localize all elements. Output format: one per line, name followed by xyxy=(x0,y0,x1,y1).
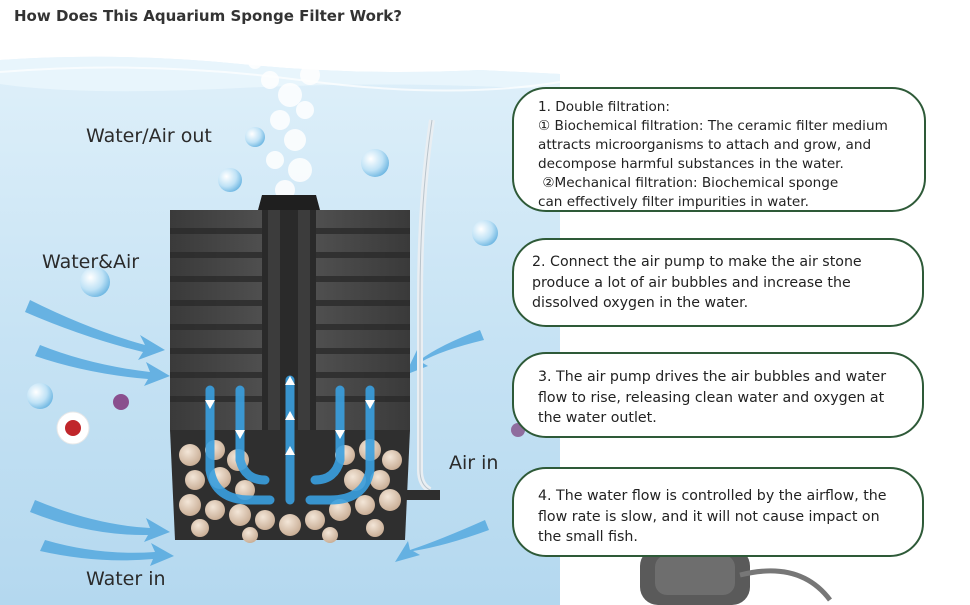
callout-line: produce a lot of air bubbles and increas… xyxy=(532,274,851,291)
callout-line: ②Mechanical filtration: Biochemical spon… xyxy=(538,175,839,191)
callout-bubble-rise: 3. The air pump drives the air bubbles a… xyxy=(512,352,924,438)
callout-air-pump-connection: 2. Connect the air pump to make the air … xyxy=(512,238,924,327)
page-title: How Does This Aquarium Sponge Filter Wor… xyxy=(14,7,402,25)
water-and-air-label: Water&Air xyxy=(42,251,140,273)
callout-line: can effectively filter impurities in wat… xyxy=(538,194,809,210)
callout-line: flow to rise, releasing clean water and … xyxy=(538,389,885,406)
callout-line: flow rate is slow, and it will not cause… xyxy=(538,508,880,525)
water-air-out-label: Water/Air out xyxy=(86,125,212,147)
callout-line: attracts microorganisms to attach and gr… xyxy=(538,137,872,153)
internal-flow-arrowheads xyxy=(205,376,375,455)
callout-line: 2. Connect the air pump to make the air … xyxy=(532,254,862,270)
callout-line: the water outlet. xyxy=(538,410,657,426)
callout-double-filtration: 1. Double filtration: ① Biochemical filt… xyxy=(512,87,926,212)
inflow-arrows xyxy=(25,300,489,566)
water-in-label: Water in xyxy=(86,568,166,590)
callout-line: 1. Double filtration: xyxy=(538,99,670,115)
callout-flow-control: 4. The water flow is controlled by the a… xyxy=(512,467,924,557)
air-in-label: Air in xyxy=(449,452,499,474)
internal-flow-arrows xyxy=(205,375,375,505)
callout-line: 3. The air pump drives the air bubbles a… xyxy=(538,369,887,385)
callout-line: the small fish. xyxy=(538,529,638,545)
callout-line: decompose harmful substances in the wate… xyxy=(538,156,844,172)
callout-line: ① Biochemical filtration: The ceramic fi… xyxy=(538,118,888,134)
air-pump xyxy=(640,548,832,605)
callout-line: 4. The water flow is controlled by the a… xyxy=(538,488,887,504)
callout-line: dissolved oxygen in the water. xyxy=(532,295,749,311)
microbe-icons xyxy=(56,394,525,445)
air-tube xyxy=(398,119,440,500)
floating-bubbles xyxy=(27,127,498,409)
